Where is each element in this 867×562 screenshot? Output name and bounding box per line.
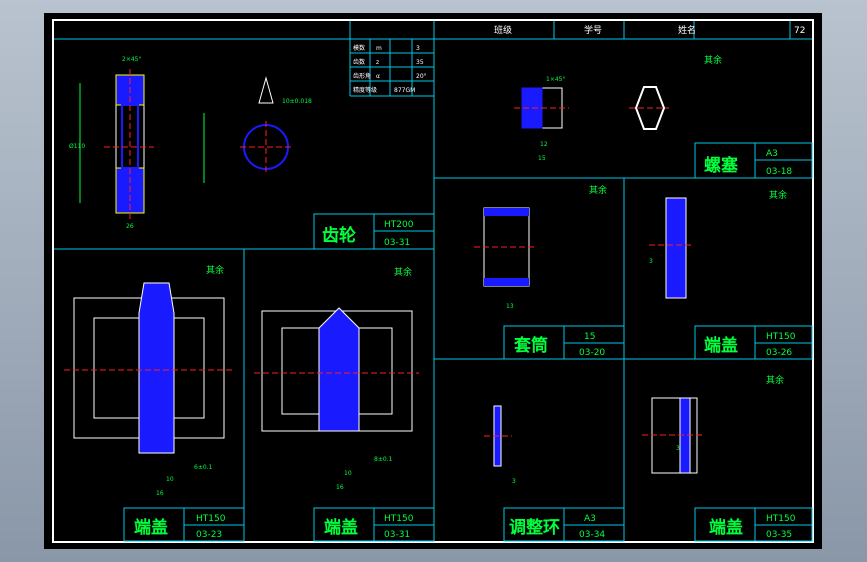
drawing-sheet: 班级 学号 姓名 72 模数 m 3 齿数 z 35 齿形角 α 20° 精度等… xyxy=(44,13,822,549)
sleeve-code: 03-20 xyxy=(579,348,605,358)
cap31-section xyxy=(254,307,419,432)
dim-plug-12: 12 xyxy=(540,141,548,148)
plug-title: 螺塞 xyxy=(704,155,739,176)
gear-code: 03-31 xyxy=(384,238,410,248)
cap35-section xyxy=(642,397,704,474)
ring-section xyxy=(484,405,512,467)
cap35-title: 端盖 xyxy=(709,517,743,538)
ring-material: A3 xyxy=(584,514,596,524)
param-name-2: 齿数 xyxy=(353,58,365,66)
cap23-title: 端盖 xyxy=(134,517,168,538)
grid-lines xyxy=(54,21,812,541)
dim-gear-d110: Ø110 xyxy=(69,143,85,150)
ring-code: 03-34 xyxy=(579,530,605,540)
dim-cap31-d: 8±0.1 xyxy=(374,456,393,463)
cap26-section xyxy=(649,197,694,299)
param-val-1: 3 xyxy=(416,45,420,52)
dim-cap23-16: 16 xyxy=(156,490,164,497)
header-class: 班级 xyxy=(494,24,512,36)
param-val-2: 35 xyxy=(416,59,424,66)
plug-code: 03-18 xyxy=(766,167,792,177)
title-block-borders xyxy=(123,142,813,542)
dim-cap31-16: 16 xyxy=(336,484,344,491)
note-rest-sleeve: 其余 xyxy=(589,184,607,196)
sheet-number: 72 xyxy=(794,26,805,36)
gear-section xyxy=(79,69,205,221)
note-rest-plug: 其余 xyxy=(704,54,722,66)
drawing-canvas: 班级 学号 姓名 72 模数 m 3 齿数 z 35 齿形角 α 20° 精度等… xyxy=(54,21,813,542)
gear-hub-view xyxy=(240,76,292,173)
dim-gear-tol: 10±0.018 xyxy=(282,98,312,105)
sleeve-title: 套筒 xyxy=(513,335,548,356)
note-rest-cap23: 其余 xyxy=(206,264,224,276)
header-student-no: 学号 xyxy=(584,24,602,36)
gear-material: HT200 xyxy=(384,220,414,230)
dim-cap35-3: 3 xyxy=(676,445,680,452)
gear-title: 齿轮 xyxy=(322,225,356,246)
dim-cap26-3: 3 xyxy=(649,258,653,265)
dim-cap23-10: 10 xyxy=(166,476,174,483)
param-sym-1: m xyxy=(376,45,382,52)
dim-plug-chamfer: 1×45° xyxy=(546,76,565,83)
header-name: 姓名 xyxy=(678,24,696,36)
param-name-4: 精度等级 xyxy=(353,86,377,94)
dim-plug-15: 15 xyxy=(538,155,546,162)
sleeve-section xyxy=(474,207,536,287)
param-sym-3: α xyxy=(376,73,380,80)
cap26-code: 03-26 xyxy=(766,348,792,358)
dim-ring-3: 3 xyxy=(512,478,516,485)
cap26-title: 端盖 xyxy=(704,335,738,356)
cap23-section xyxy=(64,282,234,454)
plug-material: A3 xyxy=(766,149,778,159)
drawing-frame xyxy=(52,19,814,543)
plug-section xyxy=(514,86,669,130)
cap35-code: 03-35 xyxy=(766,530,792,540)
cap23-material: HT150 xyxy=(196,514,226,524)
cap31-material: HT150 xyxy=(384,514,414,524)
cap31-title: 端盖 xyxy=(324,517,358,538)
dim-sleeve-13: 13 xyxy=(506,303,514,310)
dim-cap31-10: 10 xyxy=(344,470,352,477)
param-sym-2: z xyxy=(376,59,379,66)
param-val-3: 20° xyxy=(416,73,427,80)
cap23-code: 03-23 xyxy=(196,530,222,540)
cap26-material: HT150 xyxy=(766,332,796,342)
param-name-3: 齿形角 xyxy=(353,72,371,80)
cap35-material: HT150 xyxy=(766,514,796,524)
note-rest-cap26: 其余 xyxy=(769,189,787,201)
note-rest-cap31: 其余 xyxy=(394,266,412,278)
ring-title: 调整环 xyxy=(509,517,560,538)
dim-gear-26: 26 xyxy=(126,223,134,230)
param-val-4: 877GM xyxy=(394,87,415,94)
note-rest-cap35: 其余 xyxy=(766,374,784,386)
param-name-1: 模数 xyxy=(353,44,365,52)
dim-gear-chamfer: 2×45° xyxy=(122,56,141,63)
dim-cap23-d: 6±0.1 xyxy=(194,464,213,471)
cap31-code: 03-31 xyxy=(384,530,410,540)
sleeve-material: 15 xyxy=(584,332,595,342)
